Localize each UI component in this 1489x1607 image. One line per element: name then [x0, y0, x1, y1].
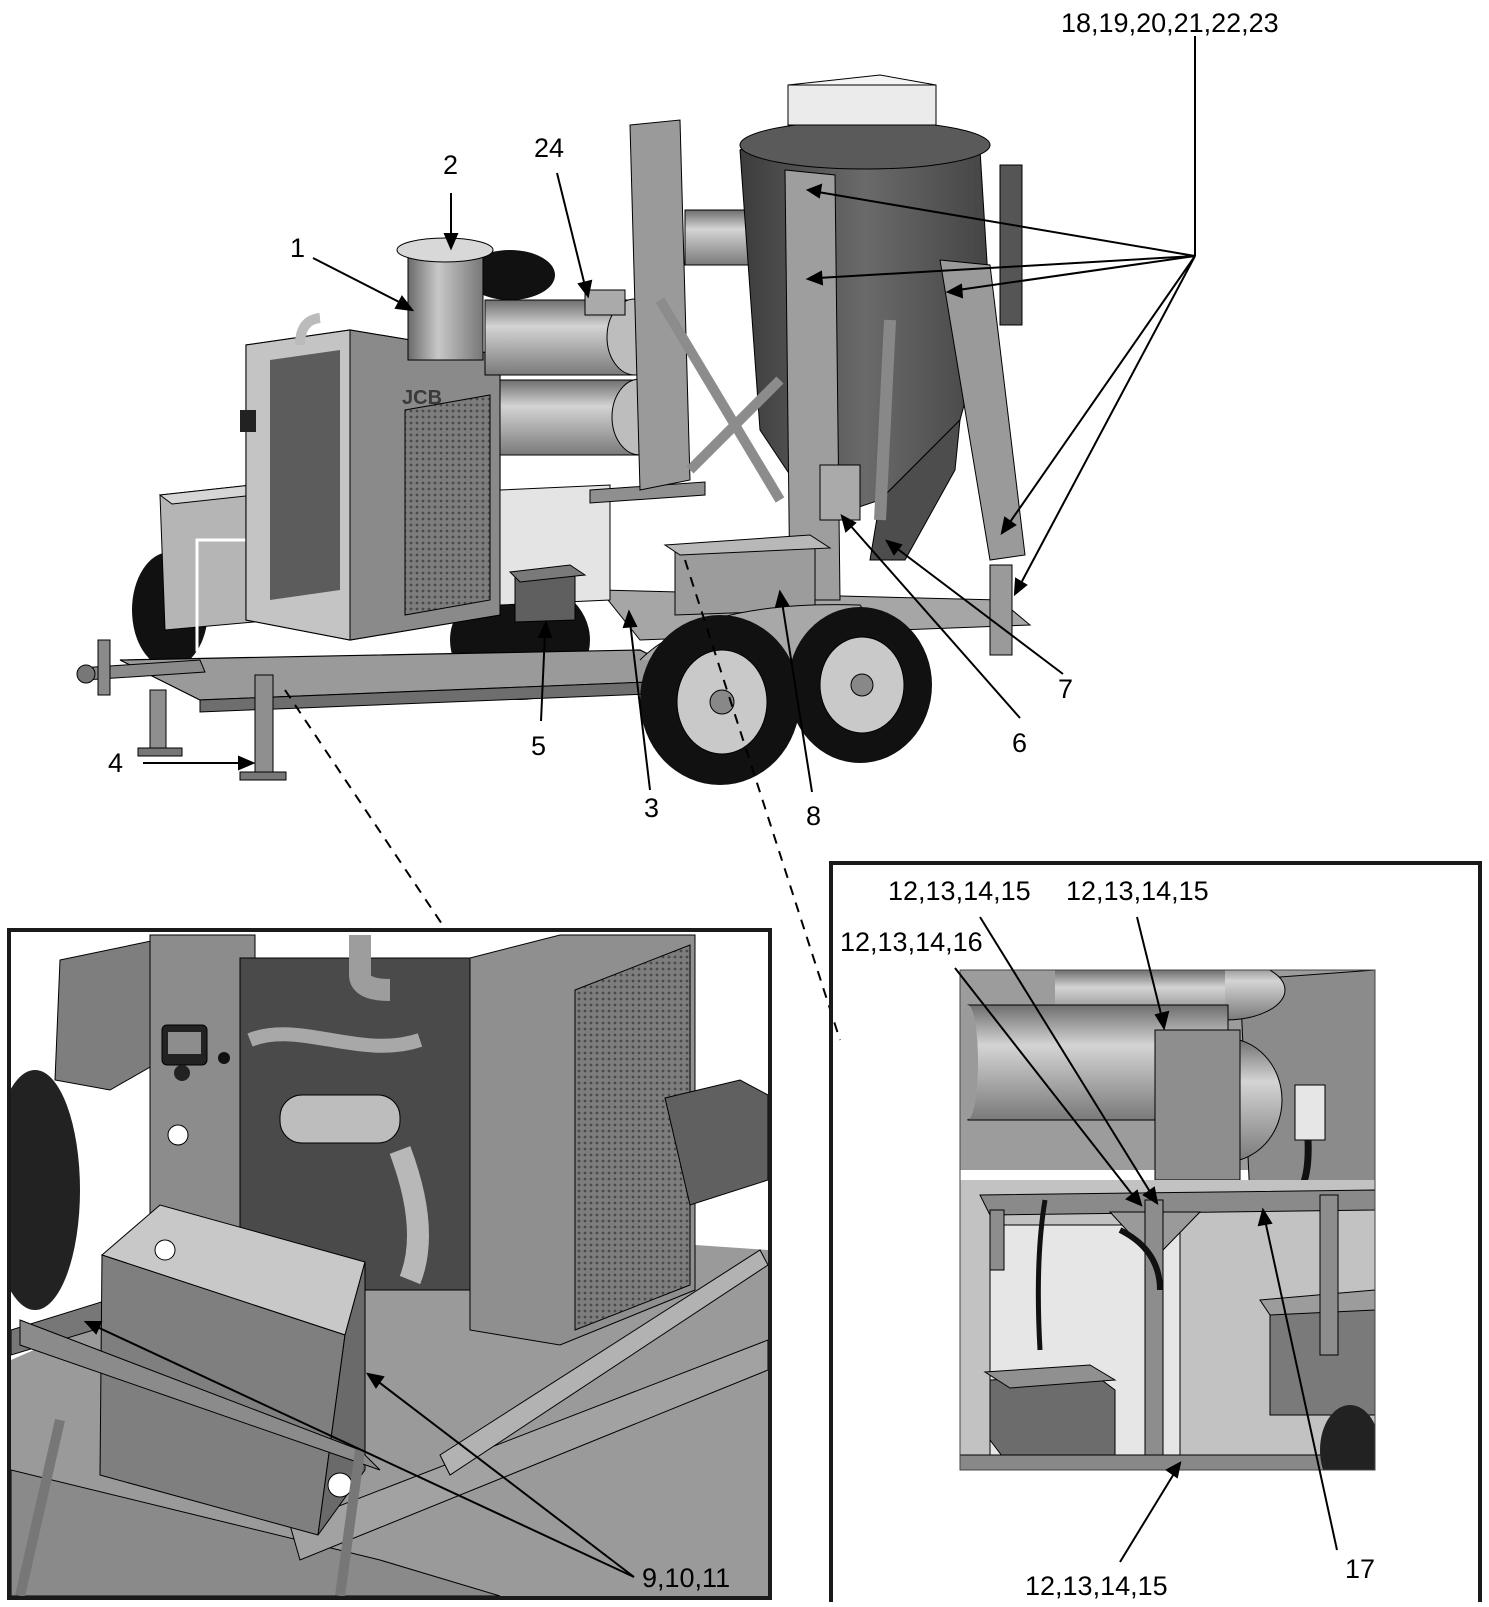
vertical-silencer: [407, 249, 484, 361]
detail-radiator-grille: [574, 944, 691, 1331]
jack-stand-right: [254, 674, 274, 776]
callout-3: 3: [644, 793, 660, 823]
callout-24: 24: [534, 133, 565, 163]
callout-17: 17: [1345, 1554, 1376, 1584]
detail-right-frame: [829, 861, 1482, 1607]
callout-4: 4: [108, 748, 124, 778]
main-trailer-view: JCB: [76, 74, 1032, 785]
tool-box: [674, 544, 816, 616]
callout-1: 1: [290, 233, 306, 263]
callout-12-13-14-16: 12,13,14,16: [840, 927, 983, 957]
detail-left-frame: [7, 928, 772, 1600]
callout-7: 7: [1058, 674, 1074, 704]
detail-connectors: [284, 559, 841, 1041]
detail-right-leaders: [954, 916, 1338, 1563]
callout-12-13-14-15-c: 12,13,14,15: [1025, 1571, 1168, 1601]
main-leaders: [143, 36, 1196, 793]
engine-cylinder: [279, 1094, 401, 1144]
top-housing: [787, 84, 937, 126]
callout-5: 5: [531, 731, 547, 761]
jack-stand-left: [149, 689, 167, 751]
callout-12-13-14-15-b: 12,13,14,15: [1066, 876, 1209, 906]
front-column: [784, 169, 841, 601]
control-panel: [819, 464, 861, 521]
callout-9-10-11: 9,10,11: [642, 1563, 731, 1593]
jcb-logo: JCB: [402, 387, 442, 409]
detail-stand-top: [979, 1189, 1375, 1216]
callout-8: 8: [806, 801, 822, 831]
detail-left-leaders: [83, 1321, 635, 1578]
radiator-grille: [404, 394, 491, 616]
callout-2: 2: [443, 150, 459, 180]
callout-18-23: 18,19,20,21,22,23: [1061, 8, 1279, 38]
detail-left-generator-mount: [11, 932, 768, 1596]
detail-right-support-stand: [960, 970, 1375, 1470]
callout-12-13-14-15-a: 12,13,14,15: [888, 876, 1031, 906]
callout-6: 6: [1012, 728, 1028, 758]
